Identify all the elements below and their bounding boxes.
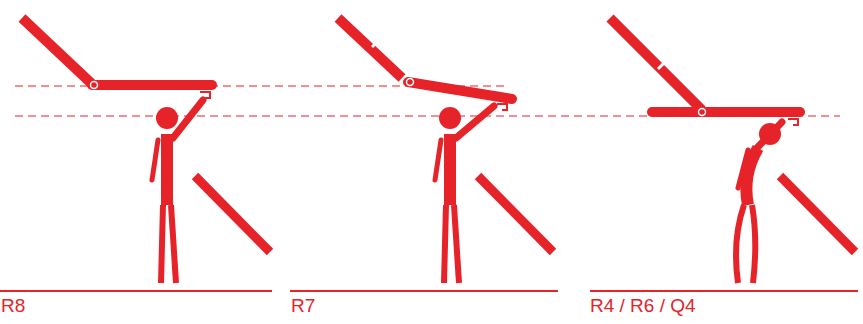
hinge — [91, 82, 98, 89]
model-label: R8 — [1, 296, 25, 317]
notch — [372, 41, 378, 47]
floor — [590, 290, 858, 292]
person — [152, 100, 203, 283]
wall — [478, 176, 553, 252]
model-label: R4 / R6 / Q4 — [590, 296, 696, 317]
window-sash — [652, 107, 800, 117]
person — [435, 106, 494, 283]
model-label: R7 — [291, 296, 315, 317]
handle — [497, 104, 507, 110]
wall — [780, 176, 855, 252]
person — [736, 122, 782, 283]
window-sash — [408, 82, 512, 99]
roof-slope — [22, 18, 92, 84]
roof-slope — [610, 18, 702, 110]
wall — [195, 176, 270, 252]
floor — [290, 290, 558, 292]
floor — [0, 290, 272, 292]
notch — [658, 63, 664, 69]
hinge — [407, 79, 414, 86]
handle — [788, 119, 798, 125]
roof-slope — [338, 18, 402, 78]
window-sash — [92, 80, 212, 90]
hinge — [699, 109, 706, 116]
